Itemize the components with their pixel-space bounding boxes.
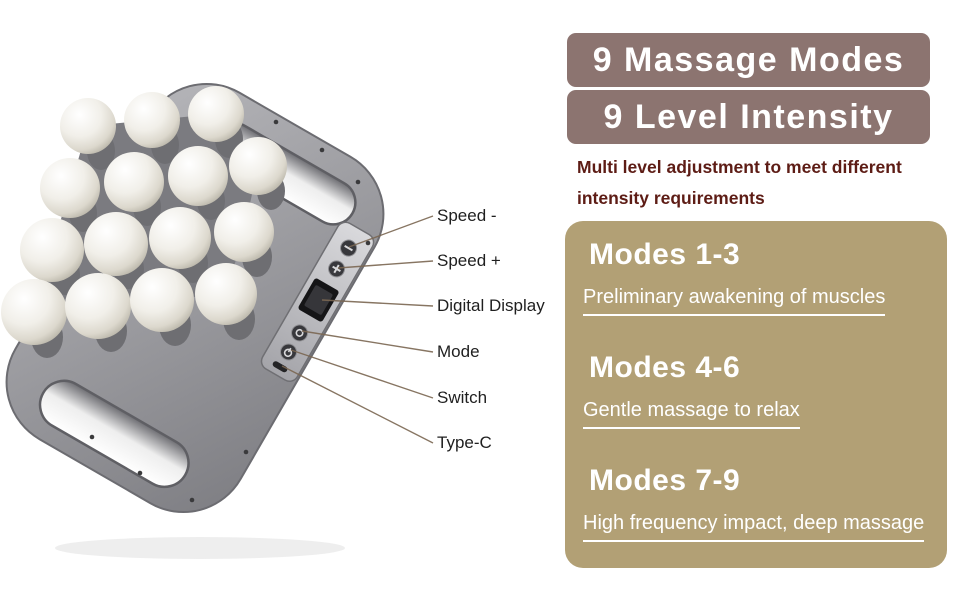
- massage-ball: [195, 263, 257, 325]
- mode-title: Modes 1-3: [589, 238, 741, 271]
- massage-ball: [214, 202, 274, 262]
- mode-description-text: Preliminary awakening of muscles: [583, 285, 886, 316]
- massager-illustration: [1, 82, 434, 559]
- mode-icon: [295, 328, 304, 337]
- massage-ball: [60, 98, 116, 154]
- mode-description-text: Gentle massage to relax: [583, 398, 800, 429]
- leader-line-type-c: [281, 365, 434, 444]
- type-c-port: [272, 361, 288, 373]
- leader-line-switch: [290, 349, 434, 399]
- leader-line-speed-minus: [348, 215, 434, 248]
- mode-button: [291, 324, 309, 342]
- header-line1-text: 9 Massage Modes: [592, 40, 905, 79]
- mode-group-3: Modes 7-9 High frequency impact, deep ma…: [583, 463, 933, 542]
- callout-label-speed-plus: Speed +: [437, 251, 501, 270]
- massage-ball: [168, 146, 228, 206]
- subtitle-line2: intensity requirements: [577, 188, 765, 208]
- callout-label-speed-minus: Speed -: [437, 206, 497, 225]
- subtitle-line1: Multi level adjustment to meet different: [577, 157, 902, 177]
- massage-ball: [65, 273, 131, 339]
- callout-label-type-c: Type-C: [437, 433, 492, 452]
- leader-line-digital-display: [321, 299, 434, 307]
- display-screen: [304, 285, 333, 315]
- massage-ball: [40, 158, 100, 218]
- mode-description: High frequency impact, deep massage: [583, 511, 933, 542]
- minus-icon: [344, 244, 353, 252]
- header-line2: 9 Level Intensity: [567, 90, 930, 144]
- leader-line-mode: [301, 330, 434, 353]
- massage-ball: [149, 207, 211, 269]
- device-shadow: [55, 537, 345, 559]
- leader-line-speed-plus: [337, 260, 434, 269]
- massage-ball: [229, 137, 287, 195]
- mode-description: Preliminary awakening of muscles: [583, 285, 933, 316]
- massage-ball: [104, 152, 164, 212]
- subtitle: Multi level adjustment to meet different…: [577, 152, 942, 214]
- massage-ball: [1, 279, 67, 345]
- mode-description-text: High frequency impact, deep massage: [583, 511, 925, 542]
- modes-panel: Modes 1-3 Preliminary awakening of muscl…: [565, 221, 947, 568]
- mode-title: Modes 4-6: [589, 351, 741, 384]
- mode-description: Gentle massage to relax: [583, 398, 933, 429]
- massage-ball: [84, 212, 148, 276]
- mode-group-1: Modes 1-3 Preliminary awakening of muscl…: [583, 237, 933, 316]
- massage-ball: [130, 268, 194, 332]
- callout-label-digital-display: Digital Display: [437, 296, 545, 315]
- header-line2-text: 9 Level Intensity: [603, 97, 894, 136]
- mode-group-2: Modes 4-6 Gentle massage to relax: [583, 350, 933, 429]
- callout-label-switch: Switch: [437, 388, 488, 407]
- massage-ball: [188, 86, 244, 142]
- massage-heads: [1, 86, 287, 345]
- header-line1: 9 Massage Modes: [567, 33, 930, 87]
- massage-ball: [20, 218, 84, 282]
- bottom-handle-opening: [38, 379, 190, 489]
- power-icon-line: [287, 347, 292, 353]
- screw-dots: [89, 119, 371, 503]
- massage-ball: [124, 92, 180, 148]
- plus-icon: [332, 264, 341, 274]
- callout-label-mode: Mode: [437, 342, 480, 361]
- leader-lines: [281, 215, 434, 444]
- mode-title: Modes 7-9: [589, 464, 741, 497]
